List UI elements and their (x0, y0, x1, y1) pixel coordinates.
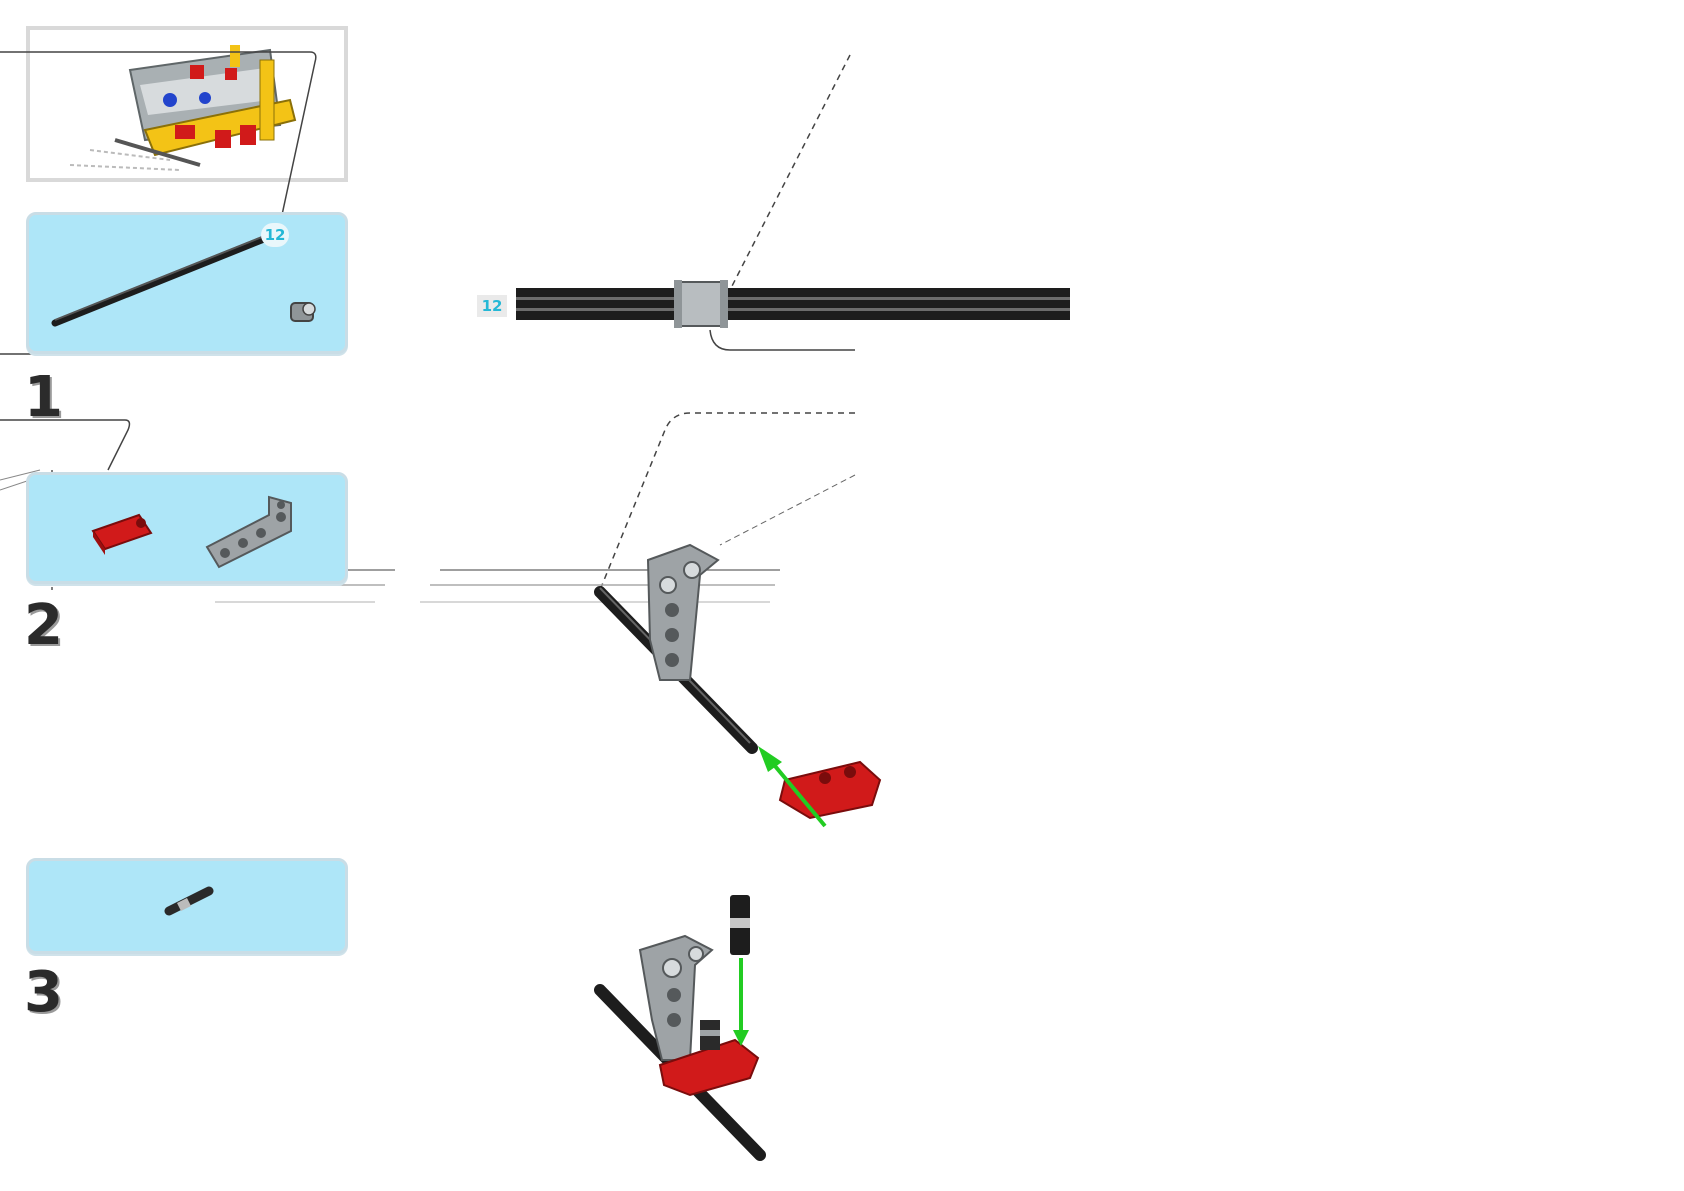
bush-icon (290, 302, 316, 322)
step-2-parts-box (26, 472, 348, 584)
assembly-arrow-icon (768, 758, 827, 828)
red-connector-icon (91, 513, 153, 555)
callout-axle-length: 12 (477, 295, 507, 317)
axle-connector-icon (164, 886, 214, 916)
step-2-number: 2 (24, 593, 64, 658)
model-preview-icon (69, 45, 297, 171)
gray-l-beam-icon (205, 495, 292, 569)
step-1-number: 1 (24, 365, 64, 430)
step-1-parts-box: 12 (26, 212, 348, 354)
step-3-number: 3 (24, 960, 64, 1025)
step-3-parts-box (26, 858, 348, 954)
step-1-axle-length: 12 (261, 223, 289, 247)
axle-12-icon (51, 233, 273, 327)
